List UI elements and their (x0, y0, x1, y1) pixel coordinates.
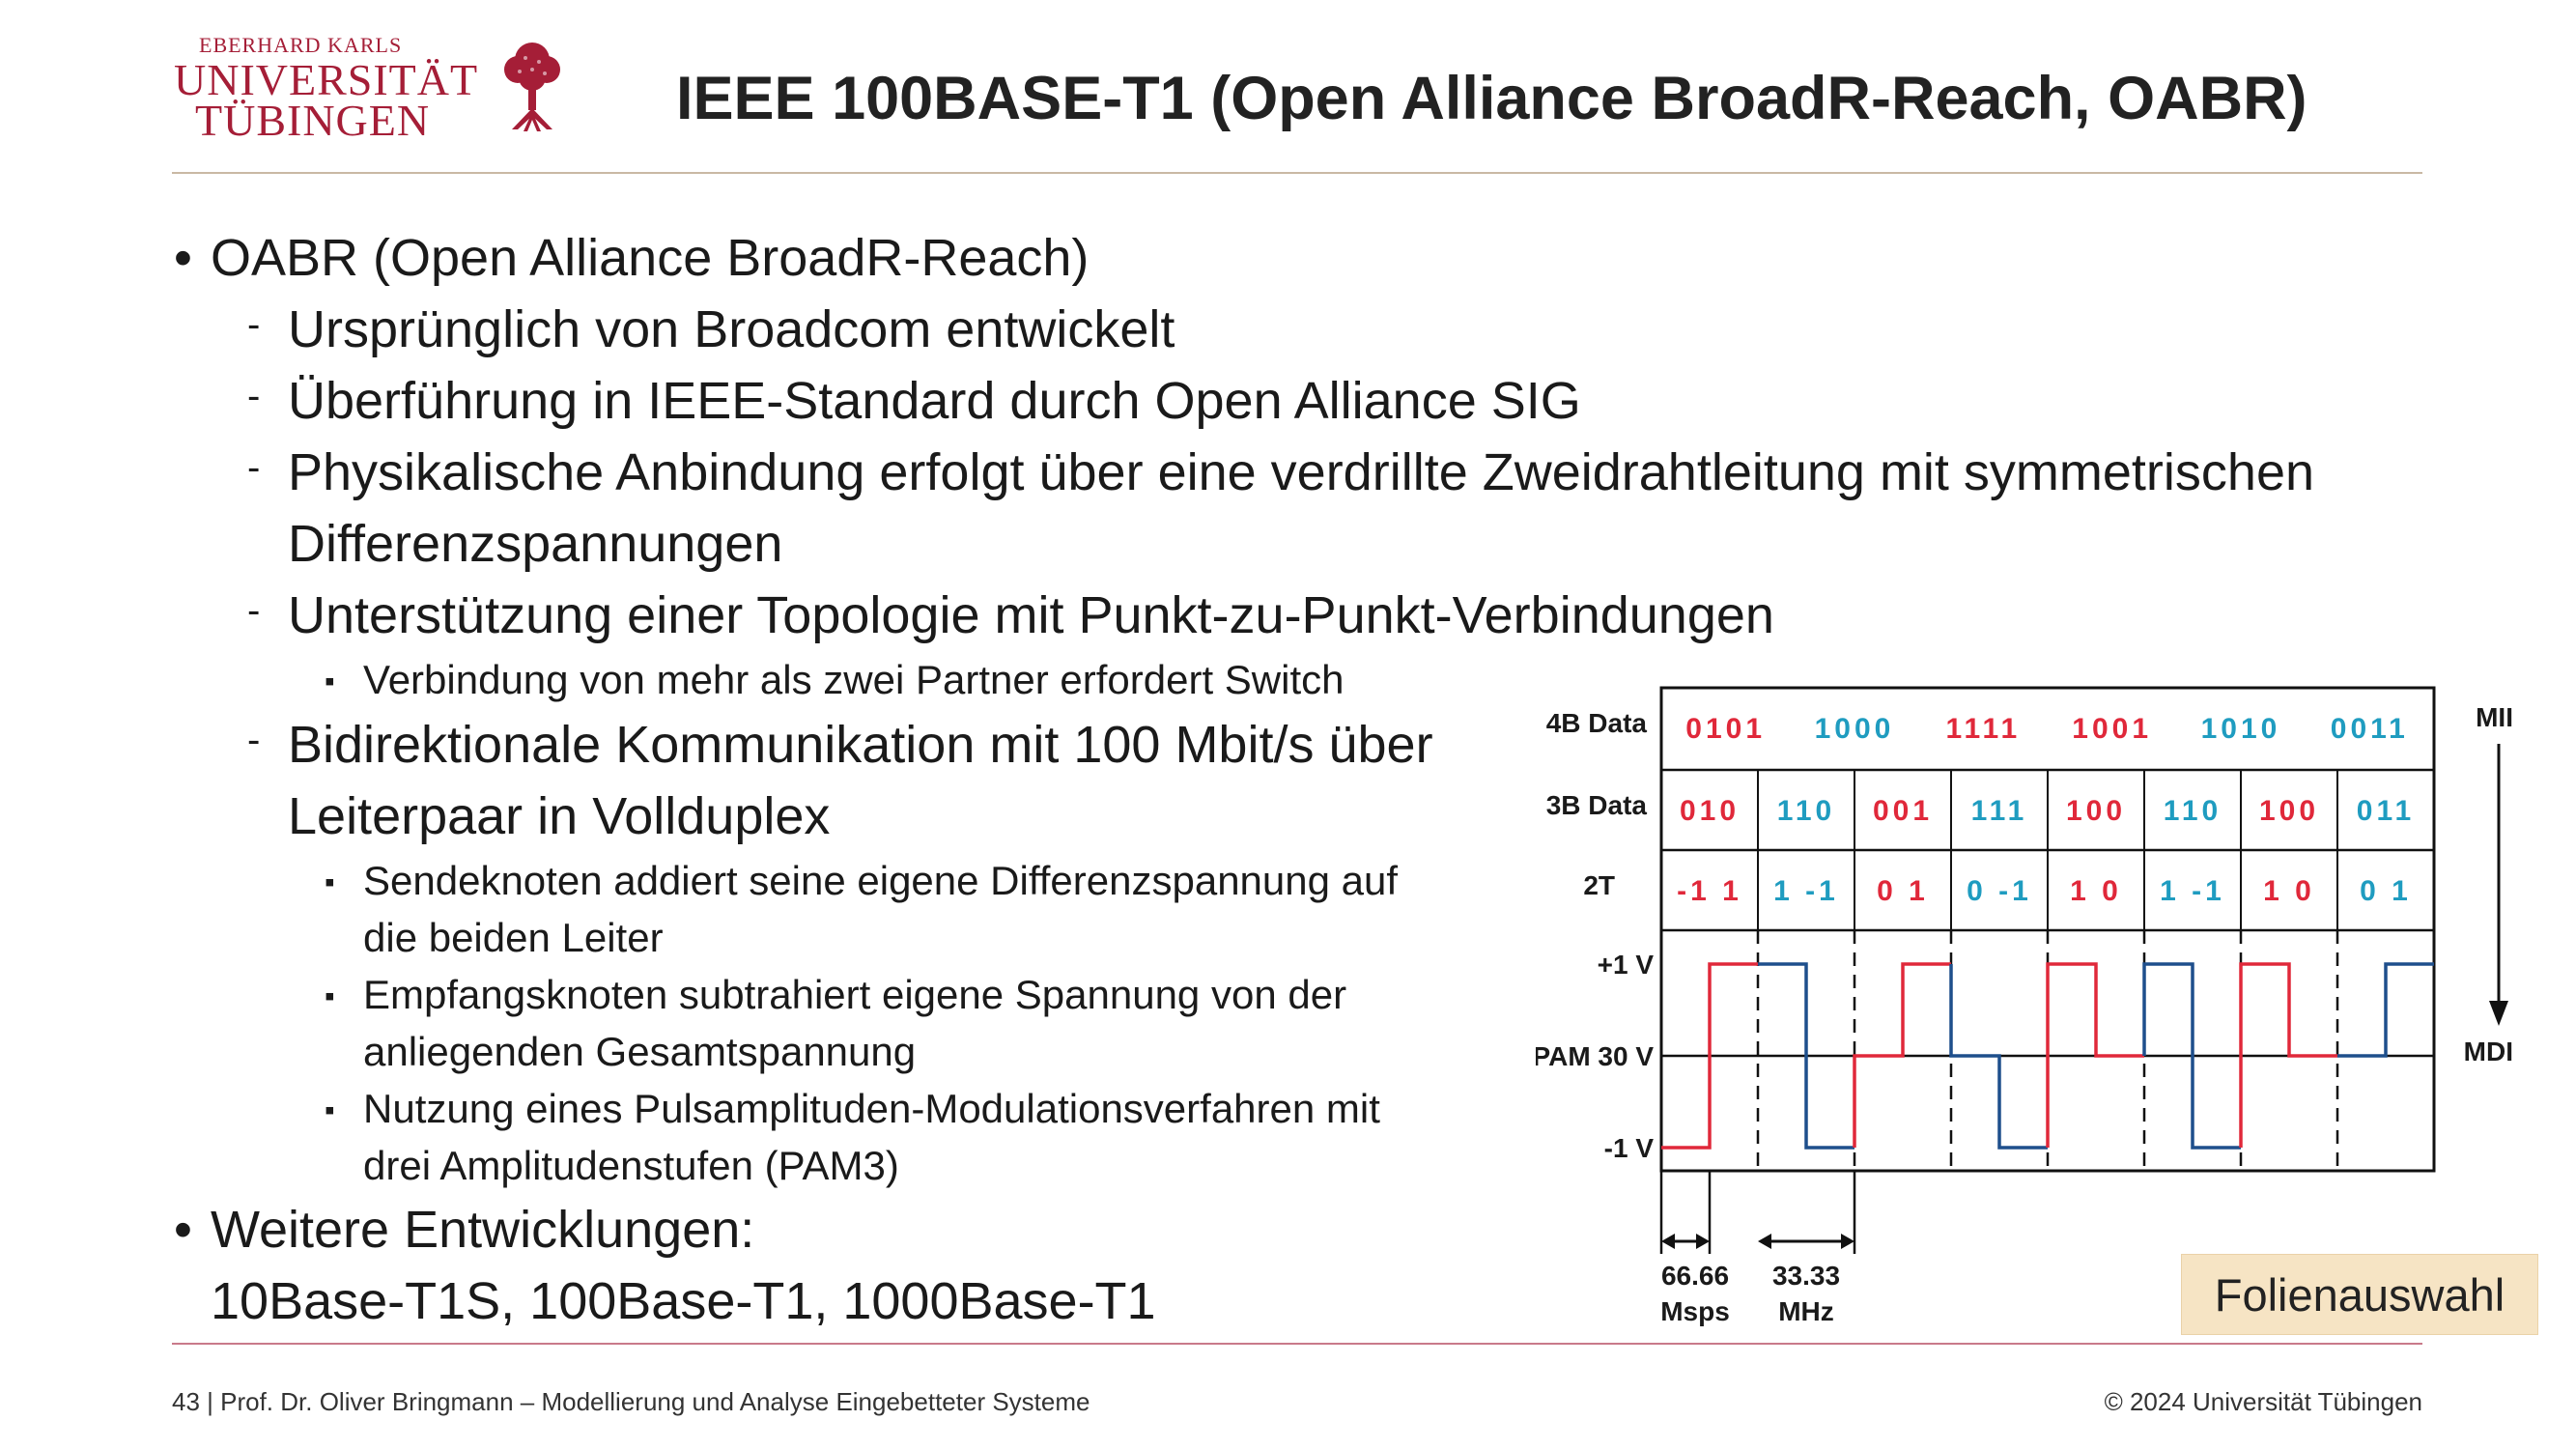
bullet-level-1-text: OABR (Open Alliance BroadR-Reach) (211, 229, 1090, 287)
university-logo: EBERHARD KARLS UNIVERSITÄT TÜBINGEN (166, 33, 572, 143)
bullet-level-3-text: anliegenden Gesamtspannung (363, 1029, 917, 1074)
bullet-level-2-text: Überführung in IEEE-Standard durch Open … (288, 372, 1581, 430)
bullet-level-1-text: Weitere Entwicklungen: (211, 1201, 755, 1259)
pam3-waveform-segment (2142, 962, 2241, 1150)
bullet-marker: - (247, 719, 261, 761)
footer-left: 43 | Prof. Dr. Oliver Bringmann – Modell… (172, 1387, 1090, 1416)
label-plus-1v: +1 V (1598, 950, 1655, 980)
data3b-cell: 110 (2164, 795, 2222, 827)
bullet-marker: - (247, 446, 261, 489)
bullet-level-2-text: Physikalische Anbindung erfolgt über ein… (288, 443, 2315, 501)
tree-emblem-icon (504, 43, 560, 131)
t2-cell: 0 1 (2360, 875, 2412, 907)
bullet-level-2-text: Ursprünglich von Broadcom entwickelt (288, 300, 1175, 358)
label-0v: 0 V (1613, 1041, 1654, 1071)
pam3-waveform-segment (1758, 962, 1854, 1150)
bullet-marker: - (247, 375, 261, 417)
bullet-level-2-text: Unterstützung einer Topologie mit Punkt-… (288, 586, 1774, 644)
label-3b-data: 3B Data (1546, 790, 1648, 820)
bullet-level-1-text: 10Base-T1S, 100Base-T1, 1000Base-T1 (211, 1272, 1156, 1330)
bullet-marker: ▪ (325, 1094, 335, 1126)
data3b-cell: 110 (1777, 795, 1835, 827)
bullet-marker: ▪ (325, 980, 335, 1012)
label-minus-1v: -1 V (1604, 1133, 1655, 1163)
pam3-waveform-segment (1853, 962, 1951, 1148)
data3b-cell: 111 (1971, 795, 2028, 827)
bullet-marker: • (174, 1201, 192, 1259)
data4b-cell: 0011 (2331, 713, 2409, 745)
logo-line-3: TÜBINGEN (195, 96, 431, 145)
bullet-marker: - (247, 303, 261, 346)
header-divider (172, 172, 2422, 174)
label-4b-data: 4B Data (1546, 708, 1648, 738)
measure-mhz-unit: MHz (1778, 1296, 1834, 1326)
t2-cell: -1 1 (1677, 875, 1742, 907)
bullet-marker: • (174, 229, 192, 287)
pam3-waveform-segment (1949, 964, 2048, 1150)
pam3-waveform-segment (2337, 962, 2434, 1058)
data3b-cell: 100 (2066, 795, 2126, 827)
label-mdi: MDI (2464, 1037, 2513, 1066)
t2-cell: 1 0 (2263, 875, 2315, 907)
t2-cell: 0 1 (1877, 875, 1929, 907)
bullet-level-2-text: Differenzspannungen (288, 515, 783, 573)
t2-cell: 1 -1 (1773, 875, 1839, 907)
data3b-cell: 010 (1680, 795, 1740, 827)
data3b-cell: 001 (1873, 795, 1933, 827)
data3b-cell: 011 (2357, 795, 2415, 827)
footer-divider (172, 1343, 2422, 1345)
slide-title: IEEE 100BASE-T1 (Open Alliance BroadR-Re… (676, 65, 2307, 132)
bullet-level-3-text: Nutzung eines Pulsamplituden-Modulations… (363, 1086, 1380, 1131)
arrow-down-icon (2489, 1001, 2508, 1026)
bullet-level-2-text: Leiterpaar in Vollduplex (288, 787, 831, 845)
arrow-both-icon (1661, 1234, 1710, 1249)
bullet-marker: - (247, 589, 261, 632)
bullet-level-2-text: Bidirektionale Kommunikation mit 100 Mbi… (288, 716, 1433, 774)
pam3-waveform-segment (1661, 962, 1758, 1150)
measure-msps-value: 66.66 (1661, 1261, 1729, 1291)
bullet-level-3-text: Sendeknoten addiert seine eigene Differe… (363, 858, 1399, 903)
data4b-cell: 0101 (1685, 713, 1766, 745)
bullet-marker: ▪ (325, 867, 335, 898)
label-2t: 2T (1583, 870, 1615, 900)
logo-line-1: EBERHARD KARLS (199, 33, 403, 57)
t2-cell: 1 0 (2070, 875, 2122, 907)
pam3-waveform-segment (2239, 962, 2337, 1148)
bullet-level-3-text: drei Amplitudenstufen (PAM3) (363, 1143, 899, 1188)
label-pam3: PAM 3 (1536, 1041, 1613, 1071)
measure-mhz-value: 33.33 (1772, 1261, 1840, 1291)
bullet-level-3-text: Verbindung von mehr als zwei Partner erf… (363, 657, 1345, 702)
data4b-cell: 1111 (1945, 713, 2021, 745)
pam3-waveform-segment (2046, 962, 2144, 1148)
t2-cell: 1 -1 (2160, 875, 2225, 907)
measure-msps-unit: Msps (1660, 1296, 1730, 1326)
data3b-cell: 100 (2259, 795, 2319, 827)
data4b-cell: 1001 (2072, 713, 2152, 745)
label-mii: MII (2476, 702, 2513, 732)
t2-cell: 0 -1 (1967, 875, 2032, 907)
bullet-level-3-text: die beiden Leiter (363, 915, 664, 960)
data4b-cell: 1010 (2201, 713, 2281, 745)
logo-line-2: UNIVERSITÄT (174, 55, 479, 104)
footer-copyright: © 2024 Universität Tübingen (2104, 1387, 2422, 1416)
folienauswahl-button[interactable]: Folienauswahl (2181, 1254, 2538, 1335)
data4b-cell: 1000 (1815, 713, 1895, 745)
bullet-level-3-text: Empfangsknoten subtrahiert eigene Spannu… (363, 972, 1347, 1017)
bullet-marker: ▪ (325, 666, 335, 697)
